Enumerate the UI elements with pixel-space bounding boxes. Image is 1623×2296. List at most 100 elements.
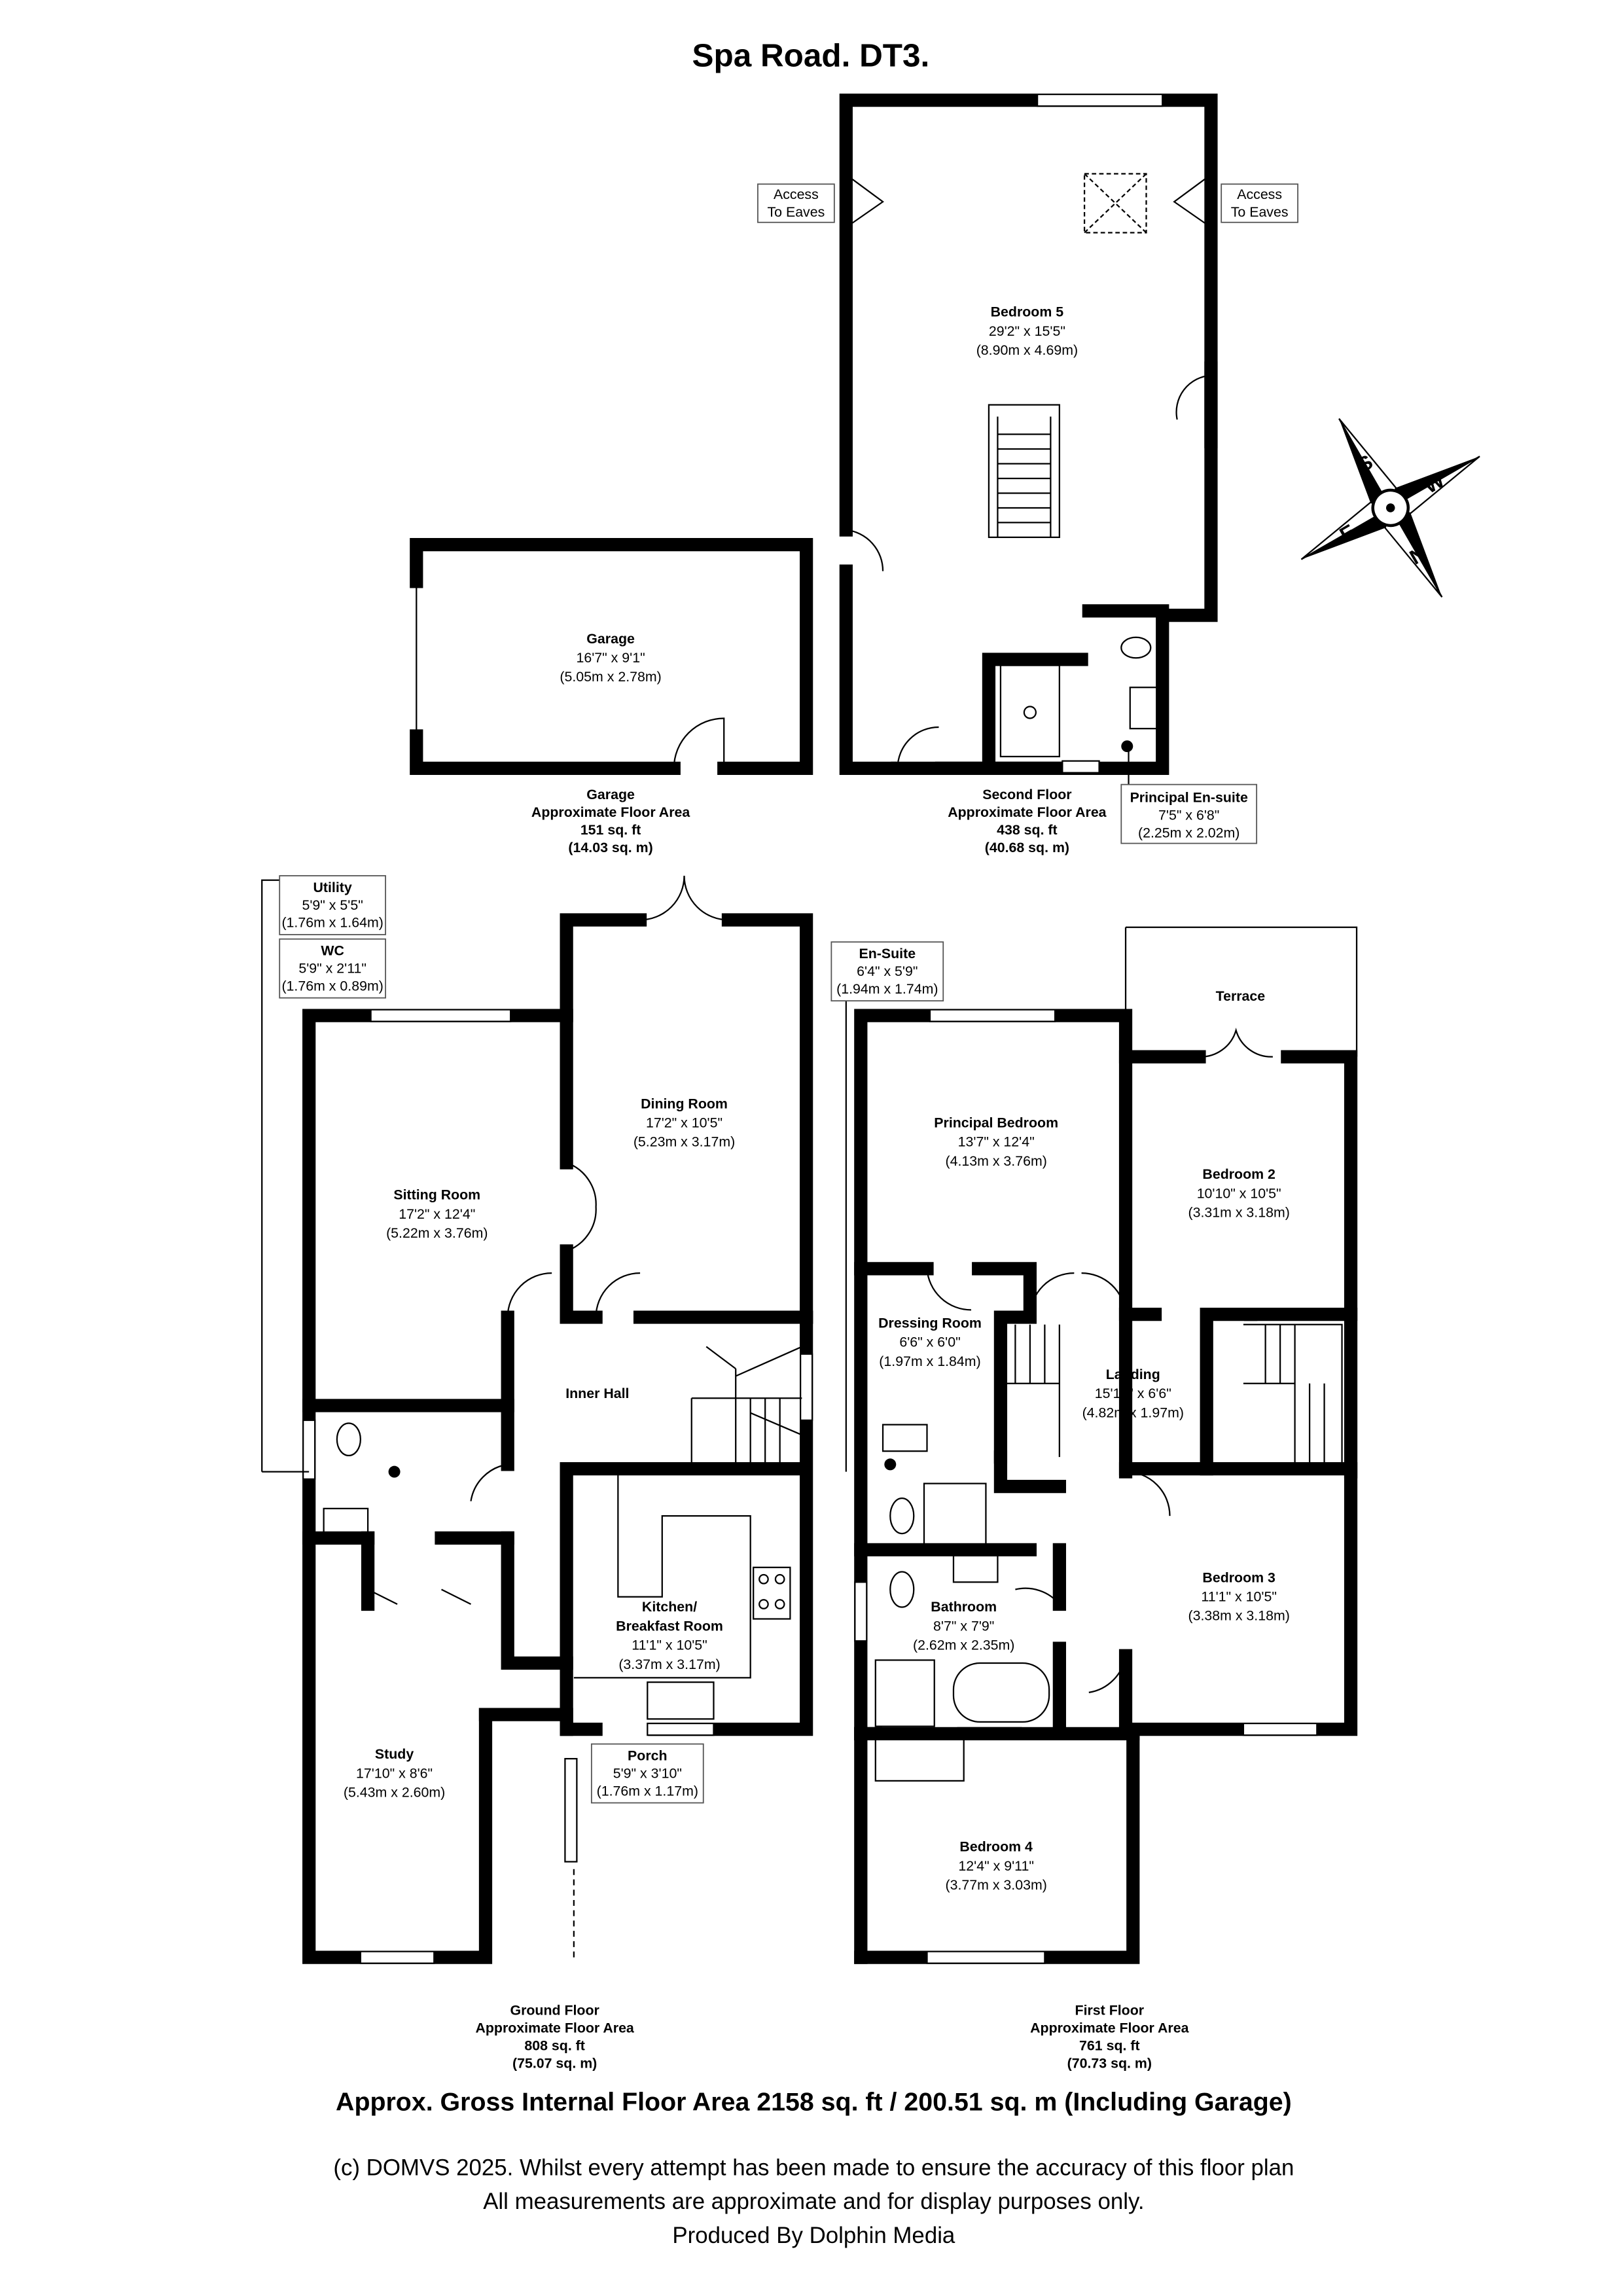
svg-text:8'7" x 7'9": 8'7" x 7'9" (933, 1618, 994, 1634)
svg-text:(5.05m x 2.78m): (5.05m x 2.78m) (560, 669, 661, 685)
svg-text:151 sq. ft: 151 sq. ft (580, 822, 641, 838)
svg-text:(1.94m x 1.74m): (1.94m x 1.74m) (836, 981, 938, 997)
svg-text:15'10" x 6'6": 15'10" x 6'6" (1095, 1386, 1171, 1401)
svg-text:Utility: Utility (313, 880, 351, 895)
svg-text:(5.43m x 2.60m): (5.43m x 2.60m) (344, 1785, 445, 1801)
svg-text:17'2" x 12'4": 17'2" x 12'4" (399, 1206, 475, 1222)
svg-text:5'9" x 2'11": 5'9" x 2'11" (298, 960, 366, 976)
svg-text:(75.07 sq. m): (75.07 sq. m) (512, 2055, 597, 2071)
svg-text:(4.13m x 3.76m): (4.13m x 3.76m) (945, 1153, 1046, 1169)
room-label-study: Study 17'10" x 8'6" (5.43m x 2.60m) (344, 1746, 445, 1800)
room-label-bedroom-3: Bedroom 3 11'1" x 10'5" (3.38m x 3.18m) (1188, 1570, 1289, 1623)
room-label-ensuite: En-Suite 6'4" x 5'9" (1.94m x 1.74m) (830, 941, 944, 1002)
svg-text:Ground Floor: Ground Floor (510, 2002, 599, 2018)
svg-text:761 sq. ft: 761 sq. ft (1079, 2037, 1140, 2053)
svg-text:Bedroom 4: Bedroom 4 (959, 1839, 1033, 1855)
svg-text:Second Floor: Second Floor (982, 787, 1071, 802)
svg-text:(2.62m x 2.35m): (2.62m x 2.35m) (913, 1638, 1014, 1653)
garage-plan: Garage 16'7" x 9'1" (5.05m x 2.78m) Gara… (410, 538, 813, 855)
svg-text:Access: Access (774, 187, 819, 202)
svg-text:To Eaves: To Eaves (767, 204, 825, 220)
svg-text:Access: Access (1237, 187, 1282, 202)
svg-text:7'5" x 6'8": 7'5" x 6'8" (1158, 808, 1219, 823)
svg-text:(1.76m x 1.17m): (1.76m x 1.17m) (597, 1783, 698, 1799)
svg-text:(3.38m x 3.18m): (3.38m x 3.18m) (1188, 1608, 1289, 1624)
svg-text:Approximate Floor Area: Approximate Floor Area (1030, 2020, 1188, 2036)
svg-text:808 sq. ft: 808 sq. ft (524, 2037, 585, 2053)
svg-text:(5.23m x 3.17m): (5.23m x 3.17m) (633, 1134, 735, 1150)
room-label-bedroom-5: Bedroom 5 29'2" x 15'5" (8.90m x 4.69m) (976, 304, 1078, 358)
svg-text:6'4" x 5'9": 6'4" x 5'9" (857, 963, 918, 979)
ground-floor-area: Ground Floor Approximate Floor Area 808 … (475, 2002, 633, 2071)
room-label-bedroom-2: Bedroom 2 10'10" x 10'5" (3.31m x 3.18m) (1188, 1166, 1289, 1220)
svg-text:WC: WC (321, 942, 344, 958)
svg-text:Bathroom: Bathroom (931, 1599, 997, 1615)
svg-text:17'2" x 10'5": 17'2" x 10'5" (646, 1115, 722, 1131)
svg-text:11'1" x 10'5": 11'1" x 10'5" (632, 1638, 707, 1653)
svg-text:Breakfast Room: Breakfast Room (616, 1618, 723, 1634)
svg-text:En-Suite: En-Suite (859, 946, 916, 961)
svg-text:(3.37m x 3.17m): (3.37m x 3.17m) (618, 1657, 720, 1672)
svg-text:Bedroom 3: Bedroom 3 (1202, 1570, 1275, 1585)
svg-text:12'4" x 9'11": 12'4" x 9'11" (958, 1858, 1033, 1874)
svg-text:(14.03 sq. m): (14.03 sq. m) (568, 840, 652, 855)
compass-rose: S N W E (1300, 418, 1480, 598)
second-floor-area: Second Floor Approximate Floor Area 438 … (948, 787, 1106, 855)
svg-text:Approximate Floor Area: Approximate Floor Area (475, 2020, 633, 2036)
svg-text:(40.68 sq. m): (40.68 sq. m) (985, 840, 1069, 855)
svg-text:Kitchen/: Kitchen/ (642, 1599, 697, 1615)
svg-text:Dining Room: Dining Room (641, 1096, 728, 1111)
svg-text:Approximate Floor Area: Approximate Floor Area (948, 804, 1106, 820)
svg-text:(70.73 sq. m): (70.73 sq. m) (1067, 2055, 1152, 2071)
room-label-dining-room: Dining Room 17'2" x 10'5" (5.23m x 3.17m… (633, 1096, 735, 1149)
svg-text:(8.90m x 4.69m): (8.90m x 4.69m) (976, 342, 1078, 358)
room-label-sitting-room: Sitting Room 17'2" x 12'4" (5.22m x 3.76… (386, 1187, 488, 1241)
ground-floor-plan: Utility 5'9" x 5'5" (1.76m x 1.64m) WC 5… (261, 875, 813, 2071)
room-label-bedroom-4: Bedroom 4 12'4" x 9'11" (3.77m x 3.03m) (945, 1839, 1046, 1893)
svg-text:Sitting Room: Sitting Room (393, 1187, 480, 1203)
svg-text:To Eaves: To Eaves (1231, 204, 1289, 220)
room-label-bathroom: Bathroom 8'7" x 7'9" (2.62m x 2.35m) (913, 1599, 1014, 1653)
svg-text:Garage: Garage (586, 787, 635, 802)
svg-text:10'10" x 10'5": 10'10" x 10'5" (1197, 1185, 1281, 1201)
staircase (988, 404, 1060, 539)
room-label-terrace: Terrace (1216, 988, 1266, 1004)
eaves-label-left: Access To Eaves (757, 183, 835, 223)
svg-text:5'9" x 5'5": 5'9" x 5'5" (302, 897, 363, 913)
room-label-principal-ensuite: Principal En-suite 7'5" x 6'8" (2.25m x … (1120, 746, 1258, 844)
room-label-wc: WC 5'9" x 2'11" (1.76m x 0.89m) (279, 938, 386, 999)
svg-text:11'1" x 10'5": 11'1" x 10'5" (1201, 1589, 1276, 1605)
svg-text:Landing: Landing (1106, 1367, 1160, 1382)
svg-text:Garage: Garage (586, 631, 635, 647)
svg-text:13'7" x 12'4": 13'7" x 12'4" (958, 1134, 1035, 1150)
page-title: Spa Road. DT3. (692, 37, 930, 73)
producer-credit: Produced By Dolphin Media (672, 2223, 955, 2248)
svg-text:First Floor: First Floor (1075, 2002, 1145, 2018)
svg-text:Principal En-suite: Principal En-suite (1130, 790, 1248, 806)
second-floor-plan: Access To Eaves Access To Eaves Bedroom … (757, 94, 1298, 855)
svg-text:(1.97m x 1.84m): (1.97m x 1.84m) (879, 1354, 980, 1369)
svg-text:(1.76m x 1.64m): (1.76m x 1.64m) (281, 915, 383, 931)
svg-text:29'2" x 15'5": 29'2" x 15'5" (989, 323, 1065, 339)
room-label-inner-hall: Inner Hall (565, 1386, 629, 1401)
svg-text:Bedroom 2: Bedroom 2 (1202, 1166, 1275, 1182)
svg-text:(3.77m x 3.03m): (3.77m x 3.03m) (945, 1877, 1046, 1893)
room-label-principal-bedroom: Principal Bedroom 13'7" x 12'4" (4.13m x… (934, 1115, 1058, 1169)
svg-text:6'6" x 6'0": 6'6" x 6'0" (899, 1335, 960, 1350)
svg-text:(3.31m x 3.18m): (3.31m x 3.18m) (1188, 1205, 1289, 1221)
svg-text:Approximate Floor Area: Approximate Floor Area (531, 804, 690, 820)
room-label-utility: Utility 5'9" x 5'5" (1.76m x 1.64m) (279, 875, 386, 935)
svg-text:Dressing Room: Dressing Room (878, 1315, 982, 1331)
svg-text:(1.76m x 0.89m): (1.76m x 0.89m) (281, 978, 383, 994)
room-label-porch: Porch 5'9" x 3'10" (1.76m x 1.17m) (590, 1743, 704, 1804)
disclaimer: All measurements are approximate and for… (483, 2189, 1144, 2214)
svg-text:(4.82m x 1.97m): (4.82m x 1.97m) (1082, 1405, 1184, 1420)
room-label-kitchen: Kitchen/ Breakfast Room 11'1" x 10'5" (3… (616, 1599, 723, 1672)
staircase (690, 1346, 802, 1465)
svg-text:16'7" x 9'1": 16'7" x 9'1" (576, 650, 645, 666)
first-floor-plan: En-Suite 6'4" x 5'9" (1.94m x 1.74m) Pri… (830, 926, 1358, 2071)
svg-text:Study: Study (375, 1746, 414, 1762)
svg-text:438 sq. ft: 438 sq. ft (997, 822, 1058, 838)
gross-floor-area: Approx. Gross Internal Floor Area 2158 s… (336, 2087, 1292, 2116)
